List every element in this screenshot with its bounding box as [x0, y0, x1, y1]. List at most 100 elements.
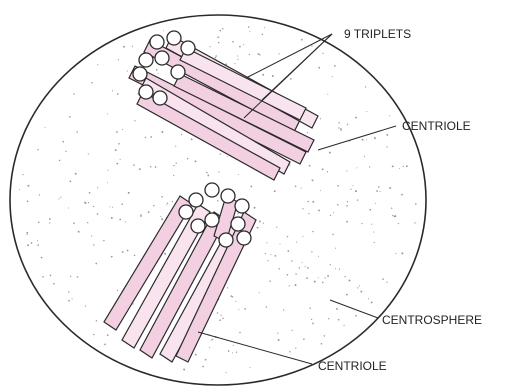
stipple-dot	[58, 198, 59, 199]
stipple-dot	[266, 306, 268, 308]
stipple-dot	[287, 250, 289, 252]
stipple-dot	[355, 117, 357, 119]
stipple-dot	[344, 276, 345, 277]
stipple-dot	[359, 285, 360, 286]
stipple-dot	[322, 168, 324, 170]
stipple-dot	[122, 251, 124, 253]
stipple-dot	[355, 190, 357, 192]
stipple-dot	[220, 153, 221, 154]
stipple-dot	[76, 131, 77, 132]
stipple-dot	[26, 234, 27, 235]
stipple-dot	[295, 347, 296, 348]
stipple-dot	[45, 127, 46, 128]
microtubule-end	[237, 231, 251, 245]
stipple-dot	[53, 283, 55, 285]
stipple-dot	[219, 30, 221, 32]
stipple-dot	[93, 334, 94, 335]
stipple-dot	[324, 335, 325, 336]
stipple-dot	[406, 165, 408, 167]
stipple-dot	[244, 308, 246, 310]
stipple-dot	[77, 276, 79, 278]
stipple-dot	[107, 182, 108, 183]
stipple-dot	[181, 134, 182, 135]
stipple-dot	[37, 240, 38, 241]
stipple-dot	[120, 159, 121, 160]
label-centriole-top: CENTRIOLE	[402, 119, 471, 133]
stipple-dot	[49, 222, 50, 223]
stipple-dot	[349, 280, 351, 282]
stipple-dot	[121, 203, 123, 205]
stipple-dot	[209, 347, 210, 348]
stipple-dot	[218, 42, 220, 44]
stipple-dot	[62, 141, 64, 143]
stipple-dot	[60, 197, 61, 198]
stipple-dot	[206, 172, 207, 173]
stipple-dot	[150, 136, 152, 138]
stipple-dot	[392, 165, 394, 167]
stipple-dot	[389, 187, 391, 189]
stipple-dot	[239, 46, 241, 48]
stipple-dot	[295, 185, 297, 187]
stipple-dot	[259, 54, 260, 55]
stipple-dot	[401, 252, 403, 254]
stipple-dot	[19, 189, 20, 190]
stipple-dot	[87, 222, 88, 223]
stipple-dot	[299, 267, 300, 268]
stipple-dot	[107, 170, 108, 171]
stipple-dot	[320, 190, 321, 191]
stipple-dot	[233, 345, 234, 346]
stipple-dot	[371, 301, 373, 303]
stipple-dot	[302, 208, 303, 209]
stipple-dot	[366, 139, 367, 140]
stipple-dot	[49, 218, 51, 220]
stipple-dot	[227, 156, 228, 157]
stipple-dot	[346, 205, 348, 207]
stipple-dot	[296, 242, 297, 243]
stipple-dot	[238, 174, 239, 175]
stipple-dot	[414, 222, 415, 223]
stipple-dot	[50, 275, 52, 277]
stipple-dot	[401, 194, 403, 196]
stipple-dot	[22, 174, 23, 175]
stipple-dot	[166, 204, 167, 205]
stipple-dot	[156, 69, 158, 71]
stipple-dot	[118, 59, 119, 60]
stipple-dot	[39, 194, 40, 195]
stipple-dot	[134, 120, 135, 121]
stipple-dot	[338, 319, 340, 321]
stipple-dot	[217, 312, 219, 314]
stipple-dot	[88, 153, 89, 154]
stipple-dot	[145, 137, 146, 138]
stipple-dot	[373, 232, 374, 233]
stipple-dot	[311, 319, 312, 320]
microtubule-end	[155, 51, 169, 65]
stipple-dot	[73, 93, 74, 94]
microtubule-end	[171, 65, 185, 79]
stipple-dot	[322, 282, 324, 284]
stipple-dot	[371, 224, 372, 225]
stipple-dot	[386, 134, 388, 136]
stipple-dot	[218, 171, 219, 172]
stipple-dot	[222, 28, 223, 29]
stipple-dot	[399, 168, 400, 169]
stipple-dot	[258, 53, 260, 55]
stipple-dot	[112, 207, 113, 208]
stipple-dot	[37, 244, 39, 246]
stipple-dot	[366, 111, 367, 112]
stipple-dot	[31, 242, 33, 244]
stipple-dot	[95, 263, 97, 265]
stipple-dot	[68, 300, 70, 302]
stipple-dot	[103, 240, 105, 242]
stipple-dot	[123, 46, 125, 48]
stipple-dot	[271, 254, 272, 255]
stipple-dot	[303, 338, 305, 340]
stipple-dot	[350, 189, 351, 190]
stipple-dot	[65, 151, 66, 152]
microtubule-end	[191, 219, 205, 233]
stipple-dot	[161, 218, 163, 220]
stipple-dot	[97, 187, 98, 188]
stipple-dot	[340, 130, 341, 131]
stipple-dot	[187, 158, 189, 160]
stipple-dot	[42, 276, 44, 278]
stipple-dot	[274, 190, 276, 192]
